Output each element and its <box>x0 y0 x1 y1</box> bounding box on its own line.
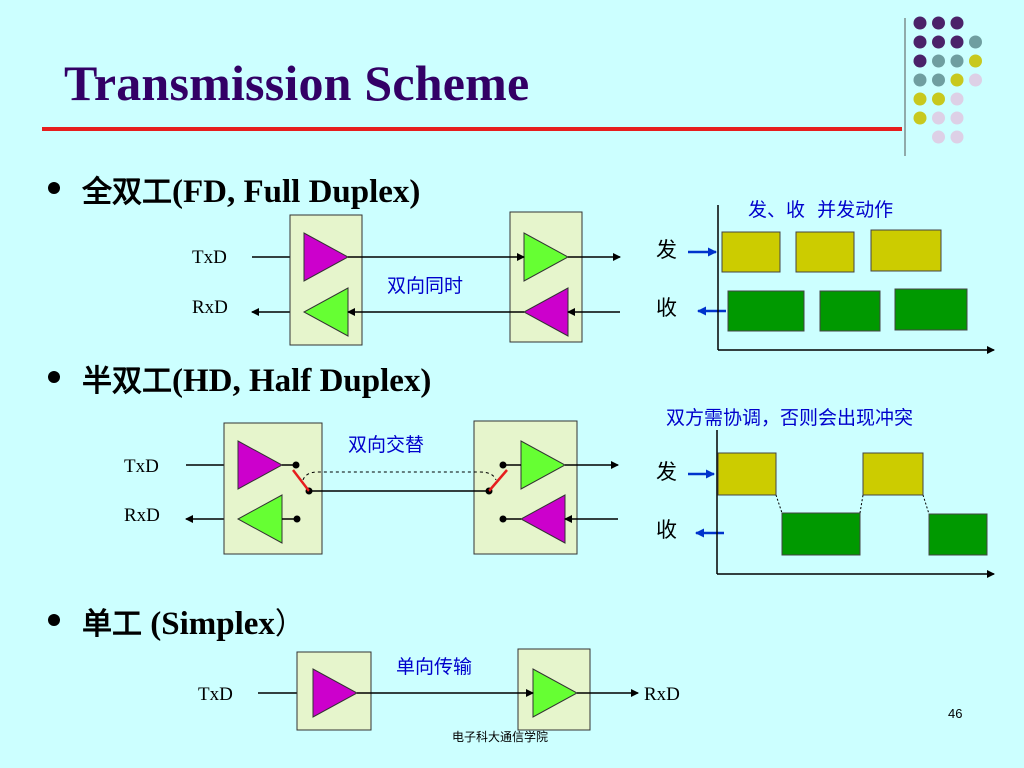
page-title: Transmission Scheme <box>64 55 530 111</box>
simplex-diagram: TxD RxD 单向传输 <box>198 648 680 731</box>
bullet-dot <box>48 614 60 626</box>
decorative-dot <box>969 73 982 87</box>
decorative-dot <box>913 92 927 106</box>
txd-label: TxD <box>124 456 159 477</box>
transition-dotted-line <box>922 494 930 515</box>
recv-block <box>727 290 805 332</box>
bullet-en: (Simplex <box>142 606 275 642</box>
decorative-dot <box>932 130 945 144</box>
switch-contact <box>499 461 507 469</box>
channel-label: 双向同时 <box>387 275 463 297</box>
switch-arm <box>292 469 310 492</box>
rxd-label: RxD <box>644 684 680 705</box>
transmitter-triangle <box>303 232 350 282</box>
transition-dotted-line <box>775 494 783 514</box>
station-a-box <box>289 214 363 346</box>
decorative-dot <box>969 54 982 68</box>
switch-contact <box>292 461 300 469</box>
decorative-dot <box>969 35 982 49</box>
recv-block <box>894 288 968 331</box>
send-label: 发 <box>656 238 677 262</box>
bullet-cjk: 半双工 <box>82 364 172 399</box>
decorative-dot <box>913 54 927 68</box>
transmitter-triangle <box>312 668 359 718</box>
decorative-dot <box>950 111 964 125</box>
recv-label: 收 <box>656 296 677 320</box>
title-rule <box>42 127 902 131</box>
decorative-dot <box>913 73 927 87</box>
decorative-dot <box>950 130 964 144</box>
bullet-en: (FD, Full Duplex) <box>172 174 421 210</box>
full-duplex-diagram: TxD RxD 双向同时 发、收 并发动作 发 收 <box>192 199 995 354</box>
decorative-dot <box>932 92 945 106</box>
decorative-dot <box>932 111 945 125</box>
decorative-dot <box>950 54 964 68</box>
half-duplex-diagram: TxD RxD 双向交替 <box>124 407 995 578</box>
transition-dotted-line <box>859 494 864 514</box>
page-number: 46 <box>948 706 963 721</box>
switch-contact <box>499 515 507 523</box>
footer-text: 电子科大通信学院 <box>452 730 549 744</box>
channel-label: 双向交替 <box>348 434 424 456</box>
bullet-dot <box>48 182 60 194</box>
timing-caption: 双方需协调，否则会出现冲突 <box>666 407 913 429</box>
send-block <box>862 452 924 496</box>
decorative-dot <box>950 92 964 106</box>
decorative-dot <box>913 111 927 125</box>
send-block <box>795 231 855 273</box>
decorative-dot <box>932 73 945 87</box>
rxd-label: RxD <box>192 297 228 318</box>
decorative-dot <box>950 16 964 30</box>
send-label: 发 <box>656 460 677 484</box>
send-block <box>721 231 781 273</box>
bullet-cjk: 单工 <box>82 607 142 642</box>
decorative-dot <box>932 16 945 30</box>
switch-contact <box>293 515 301 523</box>
send-block <box>870 229 942 272</box>
recv-label: 收 <box>656 518 677 542</box>
decorative-dot <box>950 73 964 87</box>
rxd-label: RxD <box>124 505 160 526</box>
bullet-en: (HD, Half Duplex) <box>172 363 432 399</box>
bullet-close-paren: ） <box>274 607 305 642</box>
decorative-dot <box>913 16 927 30</box>
send-block <box>717 452 777 496</box>
transmitter-triangle <box>237 440 284 490</box>
recv-block <box>928 513 988 556</box>
switch-arm <box>488 469 508 492</box>
channel-label: 单向传输 <box>396 656 472 678</box>
decorative-dot <box>932 35 945 49</box>
decorative-dot <box>913 35 927 49</box>
txd-label: TxD <box>192 247 227 268</box>
bullet-cjk: 全双工 <box>82 175 172 210</box>
recv-block <box>781 512 861 556</box>
decorative-dot <box>932 54 945 68</box>
recv-block <box>819 290 881 332</box>
timing-caption: 发、收 并发动作 <box>748 199 893 221</box>
txd-label: TxD <box>198 684 233 705</box>
decorative-dot <box>950 35 964 49</box>
coordination-dashed-line <box>302 471 497 481</box>
bullet-dot <box>48 371 60 383</box>
